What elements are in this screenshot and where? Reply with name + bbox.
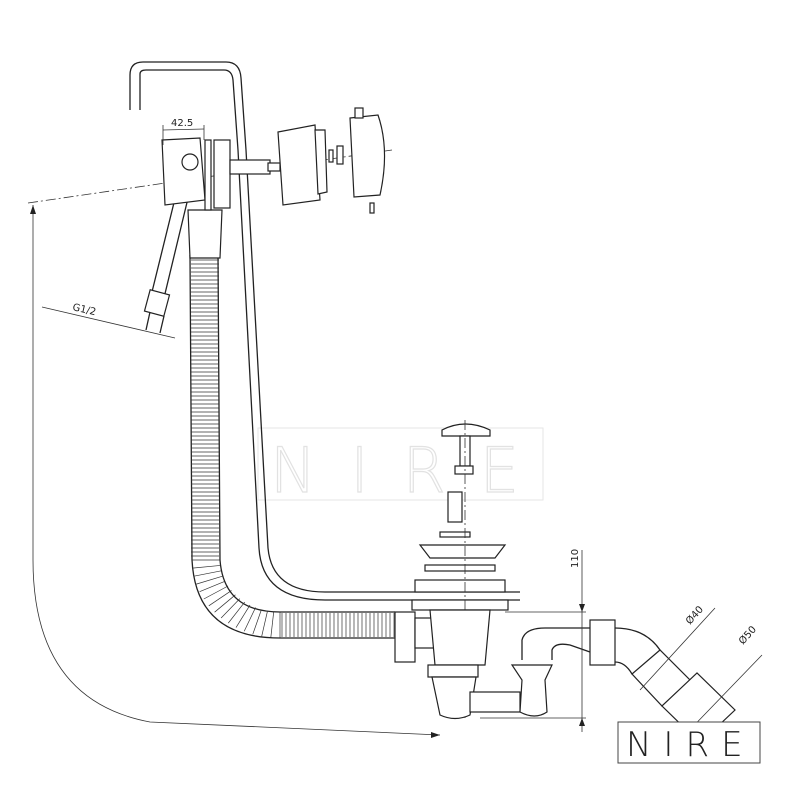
logo-text: NIRE — [626, 725, 755, 765]
hose-rib — [243, 607, 256, 632]
hose-rib — [252, 609, 262, 635]
drain-plug — [411, 420, 509, 720]
hose-rib — [199, 580, 226, 593]
hose-rib — [270, 611, 275, 638]
brand-logo: NIRE — [617, 721, 761, 765]
overflow-head: 42.5 — [161, 107, 386, 214]
watermark: NIRE — [257, 427, 553, 508]
hose-rib — [227, 601, 246, 624]
overflow-pipe — [129, 61, 520, 601]
watermark-text: NIRE — [270, 434, 553, 507]
outlet-outer-diameter-label: Ø50 — [736, 624, 759, 647]
overflow-width-label: 42.5 — [171, 118, 193, 129]
hose-rib — [203, 585, 229, 600]
supply-thread-label: G1/2 — [71, 302, 97, 318]
hose-rib — [196, 575, 224, 585]
outlet-inner-diameter-label: Ø40 — [683, 604, 706, 627]
hose-rib — [214, 594, 236, 613]
hose-rib — [192, 565, 221, 569]
height-dimension: 110 — [480, 549, 586, 732]
hose-rib — [235, 604, 251, 628]
drain-height-label: 110 — [570, 549, 581, 568]
length-dimension-line — [32, 205, 441, 736]
corrugated-hose — [187, 209, 395, 639]
hose-rib — [208, 590, 232, 607]
hose-rib — [193, 570, 222, 577]
hose-rib — [261, 610, 268, 637]
hose-rib — [220, 598, 241, 619]
drain-trap — [394, 609, 616, 720]
